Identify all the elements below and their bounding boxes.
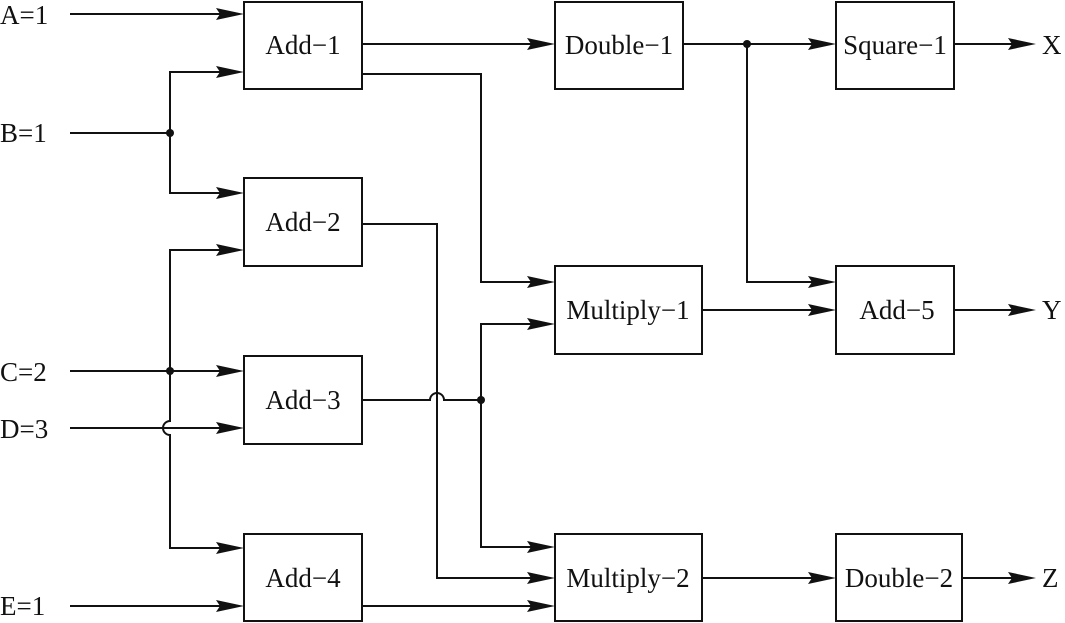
junction-dot-icon <box>743 40 751 48</box>
block-multiply2: Multiply−2 <box>554 533 703 622</box>
block-add3: Add−3 <box>243 355 363 445</box>
arrow-head-icon <box>527 318 555 330</box>
arrow-head-icon <box>527 276 555 288</box>
input-b-label: B=1 <box>0 118 47 148</box>
arrow-head-icon <box>216 244 244 256</box>
input-c-label: C=2 <box>0 357 47 387</box>
arrow-head-icon <box>1008 38 1036 50</box>
block-multiply2-label: Multiply−2 <box>566 563 689 593</box>
block-add1-label: Add−1 <box>265 30 340 60</box>
arrow-head-icon <box>216 187 244 199</box>
wire-add2-to-multiply2 <box>362 223 543 579</box>
arrow-head-icon <box>216 8 244 20</box>
block-double2-box <box>835 533 963 622</box>
block-multiply1-label: Multiply−1 <box>566 295 689 325</box>
block-add5: Add−5 <box>835 265 955 355</box>
junction-dot-icon <box>166 367 174 375</box>
wire-add3-to-multiply2 <box>480 400 543 548</box>
block-add4-label: Add−4 <box>265 563 341 593</box>
block-add3-box <box>243 355 363 445</box>
block-add4: Add−4 <box>243 533 363 622</box>
wire-b-to-add1 <box>169 71 232 133</box>
input-e-label: E=1 <box>0 591 45 621</box>
blocks: Add−1 Add−2 Add−3 Add−4 Double−1 Multipl… <box>243 1 963 622</box>
arrow-head-icon <box>216 365 244 377</box>
arrow-head-icon <box>808 304 836 316</box>
arrow-head-icon <box>216 422 244 434</box>
wire-double1-to-add5 <box>746 44 824 283</box>
output-labels: X Y Z <box>1042 30 1062 593</box>
block-add5-label: Add−5 <box>859 295 934 325</box>
wire-add3-to-multiply1 <box>480 323 543 400</box>
block-add1-box <box>243 1 363 90</box>
arrow-head-icon <box>808 38 836 50</box>
wire-add1-to-multiply1 <box>362 73 543 283</box>
block-add2-box <box>243 177 363 267</box>
arrow-head-icon <box>808 572 836 584</box>
arrow-head-icon <box>1008 304 1036 316</box>
block-square1-label: Square−1 <box>843 30 947 60</box>
arrow-head-icon <box>808 276 836 288</box>
block-square1: Square−1 <box>835 1 955 90</box>
block-add3-label: Add−3 <box>265 385 340 415</box>
wire-c-to-add4 <box>162 371 232 549</box>
block-add1: Add−1 <box>243 1 363 90</box>
block-double2-label: Double−2 <box>845 563 953 593</box>
block-double1-label: Double−1 <box>565 30 673 60</box>
junction-dot-icon <box>477 396 485 404</box>
block-multiply1: Multiply−1 <box>554 265 703 355</box>
arrow-head-icon <box>527 541 555 553</box>
arrow-head-icon <box>527 600 555 612</box>
block-multiply1-box <box>554 265 703 355</box>
arrow-head-icon <box>527 572 555 584</box>
block-double1-box <box>554 1 684 90</box>
block-add5-box <box>835 265 955 355</box>
arrow-head-icon <box>216 66 244 78</box>
block-double1: Double−1 <box>554 1 684 90</box>
output-z-label: Z <box>1042 563 1059 593</box>
input-a-label: A=1 <box>0 0 48 30</box>
block-square1-box <box>835 1 955 90</box>
input-labels: A=1 B=1 C=2 D=3 E=1 <box>0 0 48 621</box>
junctions <box>166 40 751 404</box>
arrow-head-icon <box>216 542 244 554</box>
output-x-label: X <box>1042 30 1062 60</box>
block-add4-box <box>243 533 363 622</box>
block-multiply2-box <box>554 533 703 622</box>
arrow-head-icon <box>1008 572 1036 584</box>
block-add2-label: Add−2 <box>265 207 340 237</box>
wire-c-to-add2 <box>169 249 232 371</box>
junction-dot-icon <box>166 129 174 137</box>
input-d-label: D=3 <box>0 414 48 444</box>
block-double2: Double−2 <box>835 533 963 622</box>
wire-b-to-add2 <box>169 133 232 194</box>
arrow-head-icon <box>527 38 555 50</box>
arrow-head-icon <box>216 600 244 612</box>
wire-add3-output <box>362 392 481 401</box>
arrow-heads <box>216 8 1036 612</box>
block-add2: Add−2 <box>243 177 363 267</box>
output-y-label: Y <box>1042 295 1062 325</box>
